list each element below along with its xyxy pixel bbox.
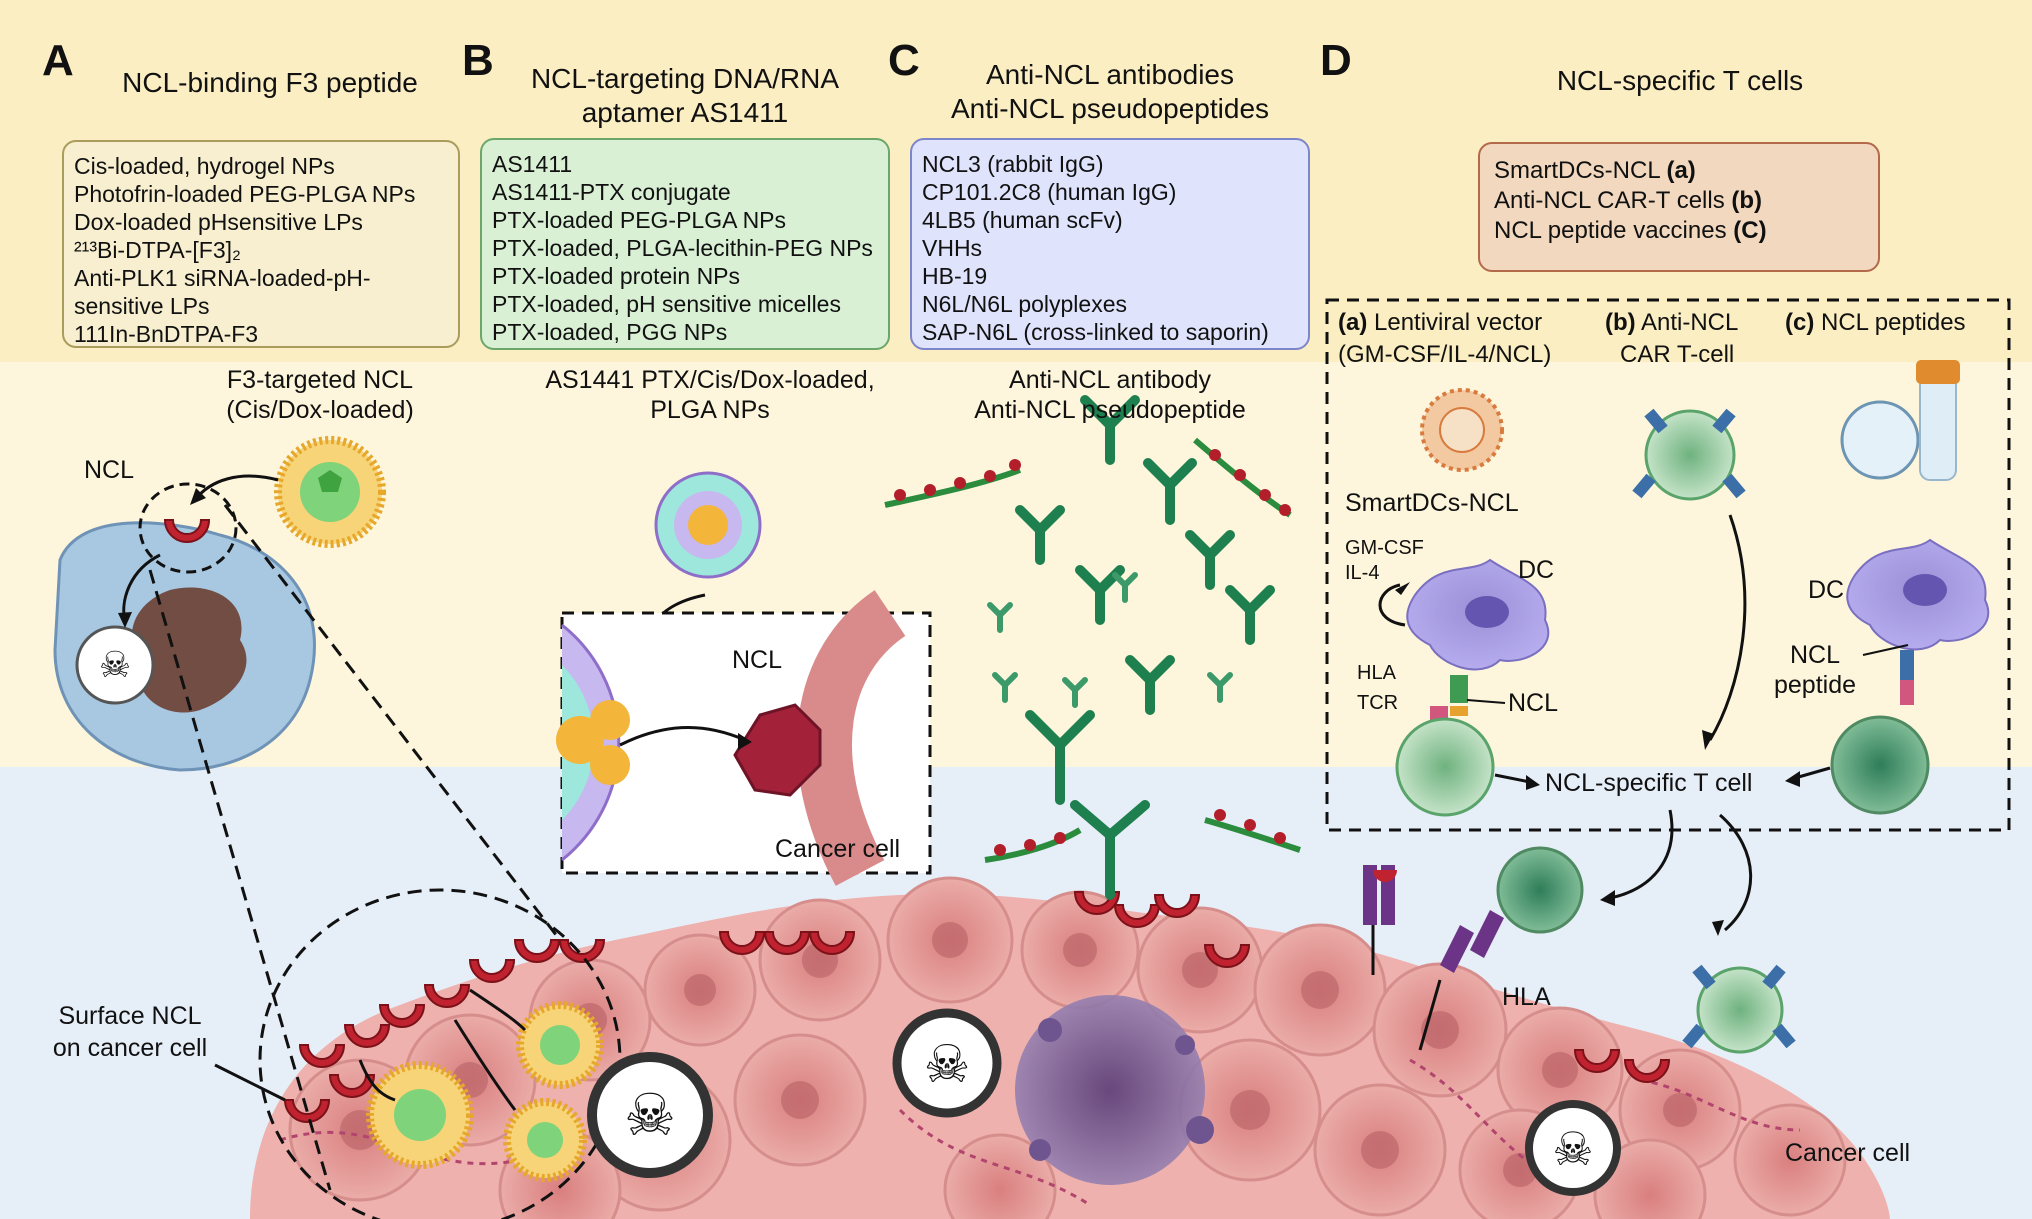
svg-text:☠: ☠ [624, 1083, 676, 1148]
panel-a-illustration: ☠ [53, 436, 713, 1219]
panel-d-sub-a-sub: (GM-CSF/IL-4/NCL) [1338, 341, 1552, 368]
panel-a-agent-item: 111In-BnDTPA-F3 [74, 321, 259, 347]
panel-c-title: Anti-NCL antibodies Anti-NCL pseudopepti… [950, 59, 1270, 124]
strategy-text: SmartDCs-NCL [1494, 157, 1667, 184]
hla-label: HLA [1357, 662, 1396, 684]
ncl-peptide-label: NCL peptide [1773, 641, 1857, 699]
sub-c-tag: (c) [1785, 309, 1815, 336]
panel-b-agent-item: PTX-loaded, pH sensitive micelles [492, 291, 841, 317]
panel-c-pseudopeptides [884, 437, 1301, 863]
panel-d-cancer-label: Cancer cell [1785, 1139, 1911, 1167]
panel-c-agent-item: 4LB5 (human scFv) [922, 207, 1123, 233]
panel-a-letter: A [42, 36, 74, 85]
panel-b-cancer-label: Cancer cell [775, 835, 901, 863]
ncl-specific-tcell-label: NCL-specific T cell [1545, 769, 1753, 797]
dc-label: DC [1518, 556, 1555, 584]
panel-c-antibodies [1015, 395, 1275, 900]
panel-c-agent-label: Anti-NCL antibody Anti-NCL pseudopeptide [974, 366, 1246, 424]
sub-a-title: Lentiviral vector [1374, 309, 1543, 336]
panel-b-letter: B [462, 36, 494, 85]
sub-b-title: Anti-NCL [1641, 309, 1739, 336]
strategy-tag: (a) [1666, 157, 1696, 184]
panel-d-illustration: ☠ [1363, 360, 1989, 1196]
panel-a-agent-item: Anti-PLK1 siRNA-loaded-pH- [74, 265, 371, 291]
panel-d-sub-b-heading: (b) Anti-NCL [1605, 308, 1738, 338]
panel-c-skull: ☠ [892, 1008, 1002, 1118]
ncl-label-d: NCL [1508, 689, 1559, 717]
dying-cell [1015, 995, 1214, 1185]
svg-text:☠: ☠ [924, 1036, 971, 1094]
strategy-text: Anti-NCL CAR-T cells [1494, 187, 1732, 214]
panel-c-agent-item: HB-19 [922, 263, 988, 289]
panel-d-strategy-list: SmartDCs-NCL (a)Anti-NCL CAR-T cells (b)… [1478, 142, 1880, 272]
panel-c-letter: C [888, 36, 920, 85]
panel-c-agent-item: SAP-N6L (cross-linked to saporin) [922, 319, 1269, 345]
panel-c-agent-item: N6L/N6L polyplexes [922, 291, 1127, 317]
strategy-tag: (C) [1733, 217, 1767, 244]
panel-a-agent-item: sensitive LPs [74, 293, 210, 319]
svg-text:☠: ☠ [99, 644, 131, 685]
sub-b-tag: (b) [1605, 309, 1636, 336]
panel-c-small-antibodies [987, 572, 1233, 708]
panel-d-title: NCL-specific T cells [1556, 65, 1804, 96]
panel-a-agent-item: Photofrin-loaded PEG-PLGA NPs [74, 181, 416, 207]
svg-text:☠: ☠ [1552, 1123, 1593, 1175]
gmcsf-label: GM-CSF [1345, 537, 1424, 559]
panel-c-agent-item: NCL3 (rabbit IgG) [922, 151, 1104, 177]
panel-a-agent-item: Dox-loaded pHsensitive LPs [74, 209, 363, 235]
panel-a-title: NCL-binding F3 peptide [122, 67, 418, 98]
panel-b-agent-item: AS1411 [492, 151, 573, 177]
sub-a-tag: (a) [1338, 309, 1368, 336]
panel-a-ncl-label: NCL [84, 456, 135, 484]
panel-a-np-label: F3-targeted NCL (Cis/Dox-loaded) [226, 366, 414, 424]
panel-c-agent-item: VHHs [922, 235, 983, 261]
panel-c-agent-item: CP101.2C8 (human IgG) [922, 179, 1177, 205]
strategy-text: NCL peptide vaccines [1494, 217, 1734, 244]
panel-b-title: NCL-targeting DNA/RNA aptamer AS1411 [530, 63, 840, 128]
panel-d-dashed-box [1325, 298, 2011, 832]
panel-d-letter: D [1320, 36, 1352, 85]
panel-d-strategy-item: Anti-NCL CAR-T cells (b) [1494, 186, 1864, 216]
tcr-label: TCR [1357, 692, 1399, 714]
panel-d-sub-c-heading: (c) NCL peptides [1785, 308, 1966, 338]
panel-d-sub-b-sub: CAR T-cell [1620, 341, 1735, 368]
smartdc-label: SmartDCs-NCL [1345, 489, 1519, 517]
hla-bottom-label: HLA [1502, 983, 1551, 1011]
panel-b-agent-item: PTX-loaded PEG-PLGA NPs [492, 207, 787, 233]
panel-c-agent-list: NCL3 (rabbit IgG)CP101.2C8 (human IgG)4L… [910, 138, 1310, 350]
panel-a-agent-item: ²¹³Bi-DTPA-[F3]₂ [74, 237, 241, 263]
panel-d-strategy-item: SmartDCs-NCL (a) [1494, 156, 1864, 186]
panel-b-np-label: AS1441 PTX/Cis/Dox-loaded, PLGA NPs [545, 366, 875, 424]
panel-a-surface-label: Surface NCL on cancer cell [52, 1002, 208, 1062]
panel-b-illustration [556, 471, 932, 886]
il4-label: IL-4 [1345, 562, 1380, 584]
panel-b-agent-item: PTX-loaded, PLGA-lecithin-PEG NPs [492, 235, 873, 261]
dc2-label: DC [1808, 576, 1845, 604]
surface-ncl-receptors [283, 891, 1671, 1123]
panel-a-agent-item: Cis-loaded, hydrogel NPs [74, 153, 335, 179]
panel-b-agent-item: AS1411-PTX conjugate [492, 179, 731, 205]
sub-c-title: NCL peptides [1821, 309, 1966, 336]
panel-b-agent-item: PTX-loaded, PGG NPs [492, 319, 728, 345]
panel-d-sub-a-heading: (a) Lentiviral vector [1338, 308, 1542, 338]
panel-d-strategy-item: NCL peptide vaccines (C) [1494, 216, 1864, 246]
strategy-tag: (b) [1731, 187, 1763, 214]
panel-b-agent-item: PTX-loaded protein NPs [492, 263, 741, 289]
panel-b-ncl-label: NCL [732, 646, 783, 674]
